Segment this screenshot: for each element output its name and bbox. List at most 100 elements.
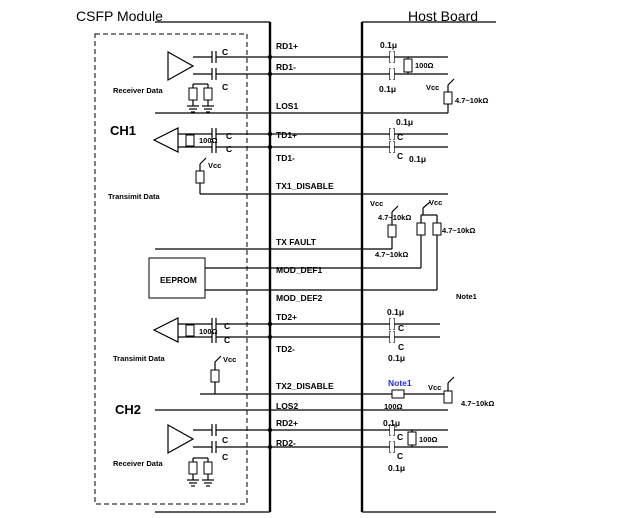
bias-resistor bbox=[203, 461, 213, 475]
signal-rd2n: RD2- bbox=[276, 438, 296, 448]
connector-pins bbox=[267, 54, 273, 450]
receiver-data-label: Receiver Data bbox=[113, 86, 163, 95]
tx1-disable-pullup-module: Vcc Transimit Data bbox=[108, 157, 221, 201]
pin-dot bbox=[267, 144, 273, 150]
termination-resistor bbox=[185, 324, 195, 337]
pullup-value: 4.7~10kΩ bbox=[442, 226, 475, 235]
termination-resistor bbox=[185, 134, 195, 147]
cap-label: C bbox=[397, 451, 403, 461]
td1-host-caps: 0.1μ C C 0.1μ bbox=[389, 117, 426, 164]
cap-value: 0.1μ bbox=[387, 307, 404, 317]
cap-label: C bbox=[222, 452, 228, 462]
series-resistor bbox=[391, 389, 405, 399]
cap-value: 0.1μ bbox=[379, 84, 396, 94]
resistor-value: 100Ω bbox=[199, 327, 218, 336]
signal-tx2-disable: TX2_DISABLE bbox=[276, 381, 334, 391]
vcc-label: Vcc bbox=[428, 383, 441, 392]
cap-label: C bbox=[226, 144, 232, 154]
termination-resistor bbox=[407, 431, 417, 446]
module-dashed-boundary bbox=[94, 33, 248, 505]
cap-value: 0.1μ bbox=[388, 353, 405, 363]
ch2-label: CH2 bbox=[115, 402, 141, 417]
transimit-data-label: Transimit Data bbox=[113, 354, 166, 363]
cap-label: C bbox=[398, 323, 404, 333]
cap-value: 0.1μ bbox=[380, 40, 397, 50]
vcc-label: Vcc bbox=[370, 199, 383, 208]
cap-label: C bbox=[224, 321, 230, 331]
bias-resistor bbox=[203, 87, 213, 101]
cap-label: C bbox=[398, 342, 404, 352]
vcc-label: Vcc bbox=[429, 198, 442, 207]
pullup-value: 4.7~10kΩ bbox=[461, 399, 494, 408]
pin-dot bbox=[267, 427, 273, 433]
bias-resistor bbox=[188, 87, 198, 101]
vcc-label: Vcc bbox=[426, 83, 439, 92]
pullup-value: 4.7~10kΩ bbox=[455, 96, 488, 105]
cap-value: 0.1μ bbox=[388, 463, 405, 473]
vcc-label: Vcc bbox=[208, 161, 221, 170]
signal-mod-def1: MOD_DEF1 bbox=[276, 265, 323, 275]
pin-dot bbox=[267, 444, 273, 450]
signal-td2p: TD2+ bbox=[276, 312, 297, 322]
eeprom-label: EEPROM bbox=[160, 275, 197, 285]
cap-label: C bbox=[397, 132, 403, 142]
cap-label: C bbox=[397, 151, 403, 161]
ch2-receiver-amplifier bbox=[167, 423, 195, 455]
cap-label: C bbox=[397, 432, 403, 442]
module-title: CSFP Module bbox=[76, 8, 163, 24]
cap-value: 0.1μ bbox=[396, 117, 413, 127]
signal-tx1-disable: TX1_DISABLE bbox=[276, 181, 334, 191]
signal-td2n: TD2- bbox=[276, 344, 295, 354]
tx2-disable-host-network: Note1 100Ω Vcc 4.7~10kΩ bbox=[384, 376, 494, 411]
resistor-value: 100Ω bbox=[419, 435, 438, 444]
rd1-host-termination: 0.1μ 0.1μ 100Ω bbox=[379, 40, 434, 94]
resistor-value: 100Ω bbox=[384, 402, 403, 411]
pin-dot bbox=[267, 71, 273, 77]
cap-value: 0.1μ bbox=[383, 418, 400, 428]
ch1-receiver: C C Receiver Data bbox=[113, 47, 448, 113]
pin-dot bbox=[267, 334, 273, 340]
host-pullup-network: Vcc 4.7~10kΩ Vcc 4.7~10kΩ 4.7~10kΩ bbox=[370, 198, 475, 290]
ch1-transmit-driver bbox=[152, 127, 179, 153]
bias-resistor bbox=[188, 461, 198, 475]
pin-dot bbox=[267, 321, 273, 327]
termination-resistor bbox=[403, 58, 413, 73]
signal-rd1n: RD1- bbox=[276, 62, 296, 72]
signal-td1n: TD1- bbox=[276, 153, 295, 163]
pin-dot bbox=[267, 54, 273, 60]
resistor-value: 100Ω bbox=[415, 61, 434, 70]
td2-host-caps: 0.1μ C C 0.1μ bbox=[387, 307, 405, 363]
ch1-label: CH1 bbox=[110, 123, 136, 138]
cap-label: C bbox=[222, 82, 228, 92]
signal-los2: LOS2 bbox=[276, 401, 298, 411]
signal-tx-fault: TX FAULT bbox=[276, 237, 317, 247]
ch1-receiver-amplifier bbox=[167, 50, 195, 82]
pin-dot bbox=[267, 131, 273, 137]
signal-rd1p: RD1+ bbox=[276, 41, 298, 51]
vcc-label: Vcc bbox=[223, 355, 236, 364]
ch2-transmit-driver bbox=[152, 317, 179, 343]
tx2-disable-pullup-module: Vcc bbox=[210, 355, 236, 394]
ch2-receiver: C C Receiver Data bbox=[113, 423, 448, 487]
receiver-data-label: Receiver Data bbox=[113, 459, 163, 468]
host-title: Host Board bbox=[408, 8, 478, 24]
ch2-transmitter: 100Ω C C Transimit Data bbox=[113, 317, 440, 363]
cap-label: C bbox=[222, 47, 228, 57]
transimit-data-label: Transimit Data bbox=[108, 192, 161, 201]
eeprom-chip bbox=[148, 257, 206, 299]
signal-mod-def2: MOD_DEF2 bbox=[276, 293, 323, 303]
note-label-blue: Note1 bbox=[388, 378, 412, 388]
pullup-value: 4.7~10kΩ bbox=[375, 250, 408, 259]
cap-label: C bbox=[222, 435, 228, 445]
cap-label: C bbox=[226, 131, 232, 141]
cap-label: C bbox=[224, 335, 230, 345]
ch1-transmitter: 100Ω C C bbox=[152, 127, 448, 154]
cap-value: 0.1μ bbox=[409, 154, 426, 164]
signal-rd2p: RD2+ bbox=[276, 418, 298, 428]
rd2-host-termination: 0.1μ C C 0.1μ 100Ω bbox=[383, 418, 438, 473]
los1-pullup: Vcc 4.7~10kΩ bbox=[426, 78, 488, 113]
signal-td1p: TD1+ bbox=[276, 130, 297, 140]
resistor-value: 100Ω bbox=[199, 136, 218, 145]
pullup-value: 4.7~10kΩ bbox=[378, 213, 411, 222]
